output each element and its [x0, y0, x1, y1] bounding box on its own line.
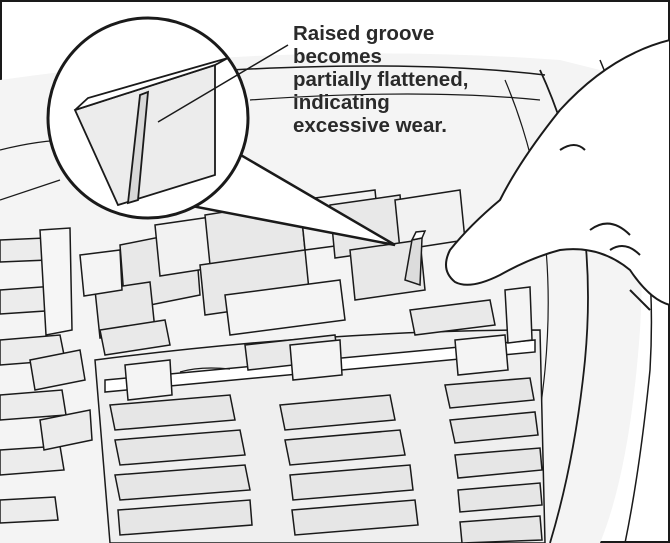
blade-rows-front — [109, 377, 543, 543]
callout-label: Raised groove becomes partially flattene… — [293, 22, 469, 137]
magnifier-callout-icon — [46, 16, 396, 247]
blade-rows-middle — [99, 286, 533, 401]
leader-line — [157, 44, 289, 123]
wear-groove — [404, 230, 427, 287]
left-rotor — [0, 227, 93, 524]
finger-hand-icon — [445, 38, 670, 311]
